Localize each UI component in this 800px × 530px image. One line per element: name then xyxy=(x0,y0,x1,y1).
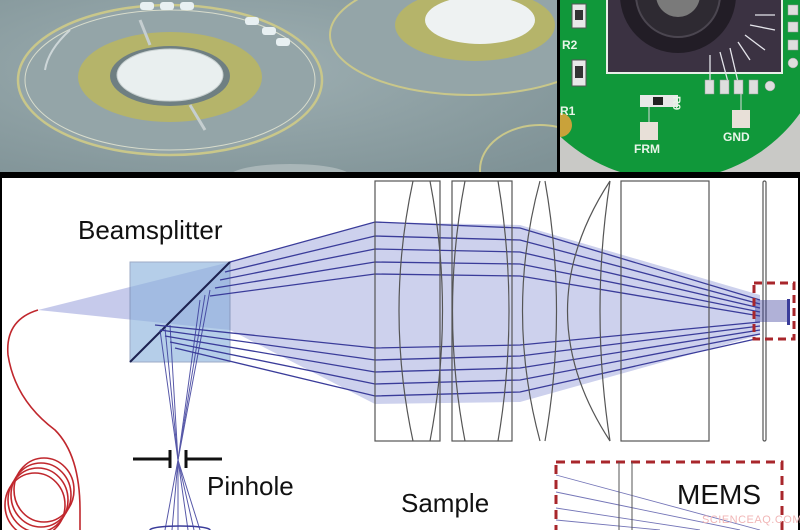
pcb-label-gnd: GND xyxy=(723,130,750,144)
mems-wafer-photo xyxy=(0,0,557,172)
pcb-label-frm: FRM xyxy=(634,142,660,156)
mems-label: MEMS xyxy=(677,479,761,510)
photo-row: R2 R1 R9 FRM GND xyxy=(0,0,800,172)
mems-wafer-illustration xyxy=(0,0,557,172)
pcb-label-r2: R2 xyxy=(562,38,578,52)
pcb-label-r9: R9 xyxy=(670,96,682,111)
watermark: SCIENCEAQ.COM xyxy=(702,514,800,526)
pinhole-label: Pinhole xyxy=(207,471,294,501)
pcb-label-r1: R1 xyxy=(560,104,576,118)
mems-pcb-photo: R2 R1 R9 FRM GND xyxy=(560,0,800,172)
optical-diagram: Beamsplitter Pinhole Sample MEMS xyxy=(0,175,800,530)
optical-diagram-canvas: Beamsplitter Pinhole Sample MEMS xyxy=(2,178,798,530)
beamsplitter-label: Beamsplitter xyxy=(78,215,223,245)
pcb-illustration xyxy=(560,0,800,172)
optical-path-drawing xyxy=(4,180,796,530)
sample-label: Sample xyxy=(401,488,490,518)
